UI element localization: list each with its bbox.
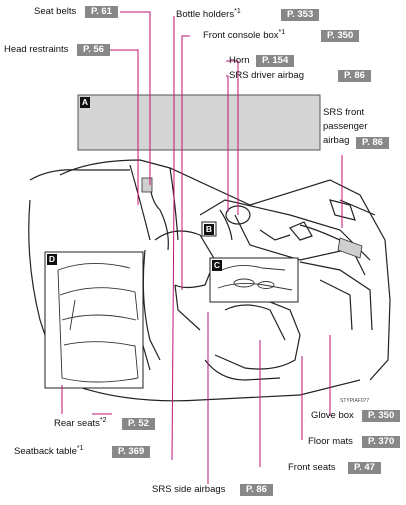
srs-driver-airbag-ref[interactable]: P. 86	[338, 70, 371, 82]
srs-front-passenger-airbag-ref[interactable]: P. 86	[356, 137, 389, 149]
srs-front-passenger-airbag-label: SRS front passenger airbag	[323, 107, 368, 146]
floor-mats-label: Floor mats	[308, 436, 353, 447]
floor-mats-ref[interactable]: P. 370	[362, 436, 401, 448]
seatback-table-ref[interactable]: P. 369	[112, 446, 151, 458]
front-console-box-ref[interactable]: P. 350	[321, 30, 360, 42]
inset-a-box	[77, 94, 321, 151]
inset-tag-d: D	[47, 254, 57, 265]
inset-tag-b: B	[204, 224, 214, 235]
horn-ref[interactable]: P. 154	[256, 55, 295, 67]
glove-box-ref[interactable]: P. 350	[362, 410, 401, 422]
srs-driver-airbag-label: SRS driver airbag	[229, 70, 304, 81]
glove-box-label: Glove box	[311, 410, 354, 421]
leader-lines	[61, 11, 343, 484]
rear-seats-label: Rear seats*2	[54, 416, 107, 429]
srs-side-airbags-ref[interactable]: P. 86	[240, 484, 273, 496]
seat-belts-ref[interactable]: P. 61	[85, 6, 118, 18]
head-restraints-ref[interactable]: P. 56	[77, 44, 110, 56]
inset-tag-a: A	[80, 97, 90, 108]
front-seats-ref[interactable]: P. 47	[348, 462, 381, 474]
horn-label: Horn	[229, 55, 250, 66]
bottle-holders-ref[interactable]: P. 353	[281, 9, 320, 21]
front-seats-label: Front seats	[288, 462, 336, 473]
seat-belts-label: Seat belts	[34, 6, 77, 17]
rear-seats-ref[interactable]: P. 52	[122, 418, 155, 430]
bottle-holders-label: Bottle holders*1	[176, 7, 241, 20]
front-console-box-label: Front console box*1	[203, 28, 286, 41]
figure-code: STYPIAF077	[340, 398, 370, 404]
srs-side-airbags-label: SRS side airbags	[152, 484, 226, 495]
inset-tag-c: C	[212, 260, 222, 271]
seatback-table-label: Seatback table*1	[14, 444, 84, 457]
head-restraints-label: Head restraints	[4, 44, 69, 55]
